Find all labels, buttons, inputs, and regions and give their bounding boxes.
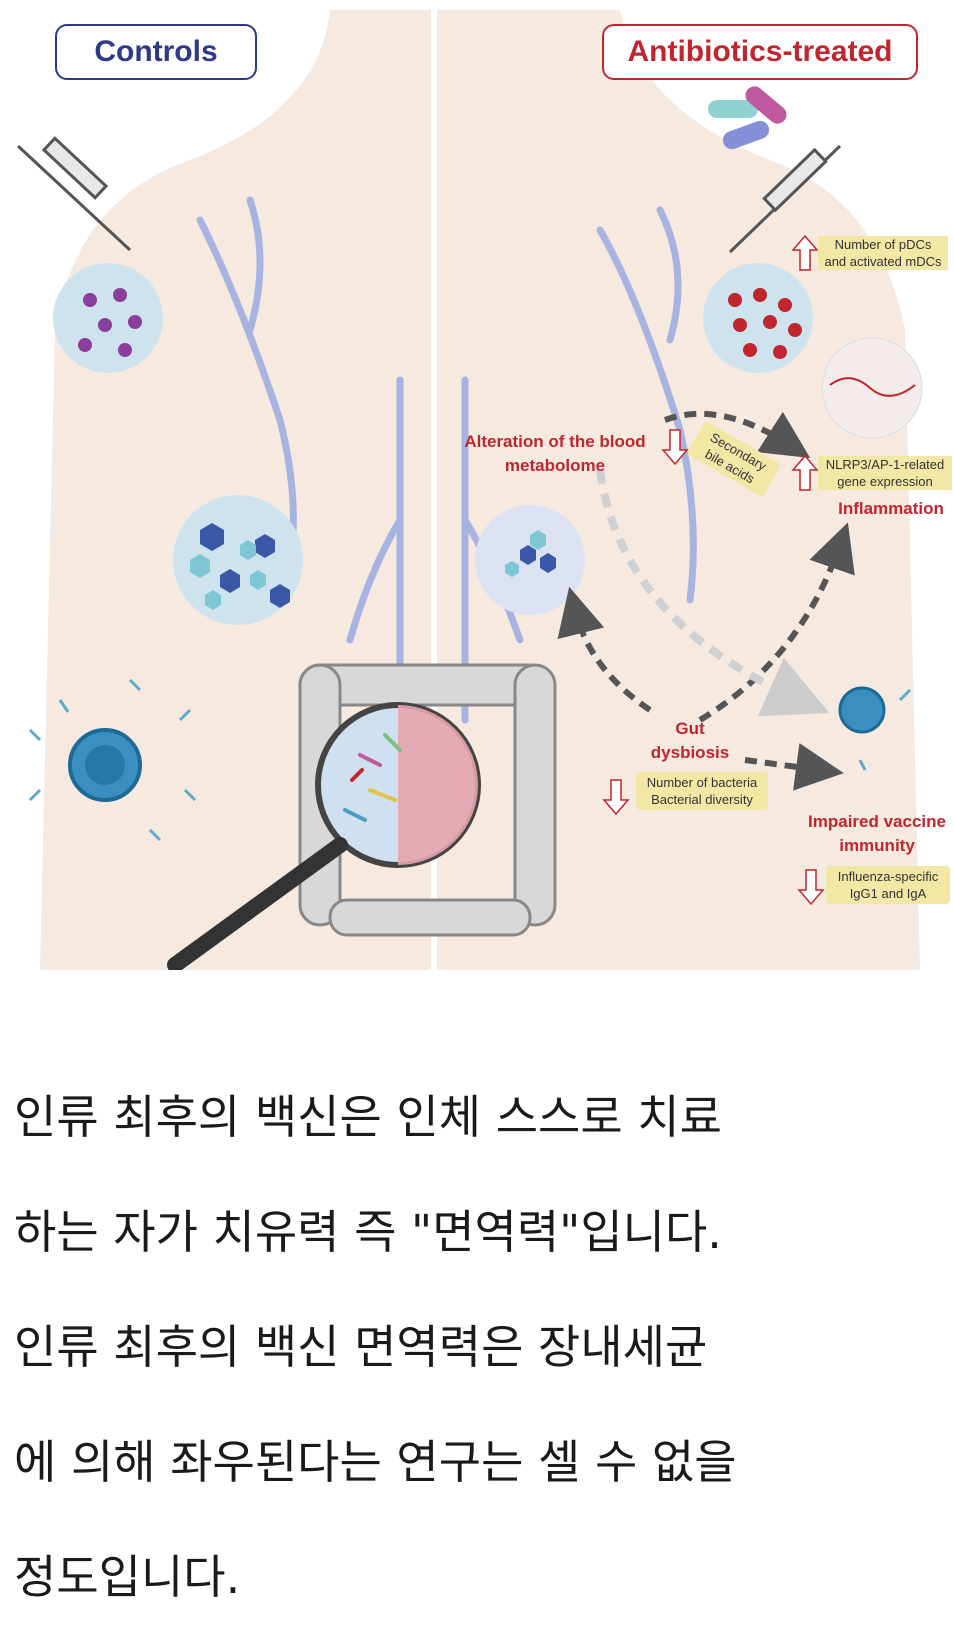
- arrow-gut-to-blood: [557, 586, 652, 713]
- torso-silhouette: [40, 10, 920, 970]
- igg-note: Influenza-specific IgG1 and IgA: [826, 866, 950, 904]
- bacteria-line1: Number of bacteria: [646, 775, 758, 790]
- up-arrow-nlrp: [791, 454, 819, 491]
- igg-line1: Influenza-specific: [837, 869, 939, 884]
- article-line: 에 의해 좌우된다는 연구는 셀 수 없을: [14, 1435, 737, 1489]
- gut-dysbiosis-label: Gut dysbiosis: [640, 717, 740, 765]
- metabolites-right: [505, 530, 556, 577]
- metabolites-left: [200, 523, 290, 608]
- vaccine-immunity-label: Impaired vaccine immunity: [802, 810, 952, 858]
- diagram-figure: Controls Antibiotics-treated Number of p…: [16, 8, 952, 970]
- center-divider: [431, 8, 437, 970]
- nlrp-line2: gene expression: [837, 474, 933, 489]
- nlrp-note: NLRP3/AP-1-related gene expression: [818, 456, 952, 490]
- nlrp-line1: NLRP3/AP-1-related: [825, 457, 945, 472]
- vaccine-line2: immunity: [839, 836, 915, 855]
- metabolites-left-teal: [190, 540, 266, 610]
- metabolome-label: Alteration of the blood metabolome: [455, 430, 655, 478]
- article-line: 하는 자가 치유력 즉 "면역력"입니다.: [14, 1205, 722, 1259]
- pdc-note-line1: Number of pDCs: [834, 237, 932, 252]
- igg-line2: IgG1 and IgA: [849, 886, 927, 901]
- article-line: 정도입니다.: [14, 1550, 241, 1604]
- lymph-node-left: [53, 263, 163, 373]
- down-arrow-metabolome: [661, 429, 689, 466]
- bacteria-line2: Bacterial diversity: [651, 792, 753, 807]
- down-arrow-bacteria: [602, 779, 630, 816]
- dendritic-cells-left: [78, 288, 142, 357]
- arrow-metabolome-to-vaccine: [596, 469, 830, 717]
- pdc-note: Number of pDCs and activated mDCs: [818, 236, 948, 270]
- article-body: 인류 최후의 백신은 인체 스스로 치료 하는 자가 치유력 즉 "면역력"입니…: [14, 1060, 944, 1635]
- inflammation-label: Inflammation: [838, 499, 944, 518]
- arrow-gut-to-inflammation: [698, 522, 855, 723]
- gut-line1: Gut: [675, 719, 705, 738]
- down-arrow-igg: [797, 869, 825, 906]
- vaccine-line1: Impaired vaccine: [808, 812, 946, 831]
- b-cell-right: [838, 686, 886, 734]
- magnifier-handle: [167, 837, 348, 970]
- antibiotics-badge: Antibiotics-treated: [602, 24, 918, 80]
- pdc-note-line2: and activated mDCs: [824, 254, 942, 269]
- metabolome-line1: Alteration of the blood: [464, 432, 646, 451]
- article-line: 인류 최후의 백신 면역력은 장내세균: [14, 1320, 708, 1374]
- dendritic-cells-right: [728, 288, 802, 359]
- diagram-illustration: [16, 8, 923, 970]
- gene-expression-bubble: [821, 337, 923, 439]
- syringe-icon-right: [728, 144, 842, 254]
- intestine: [298, 663, 557, 937]
- controls-badge: Controls: [55, 24, 257, 80]
- article-line: 인류 최후의 백신은 인체 스스로 치료: [14, 1090, 722, 1144]
- gut-line2: dysbiosis: [650, 743, 730, 762]
- bacteria-note: Number of bacteria Bacterial diversity: [636, 772, 768, 810]
- pill-icon: [708, 86, 787, 150]
- metabolome-line2: metabolome: [504, 456, 606, 475]
- lymph-node-right: [703, 263, 813, 373]
- up-arrow-pdc: [791, 234, 819, 271]
- arrow-gut-to-vaccine: [744, 743, 844, 791]
- syringe-icon-left: [16, 136, 132, 252]
- bacteria-in-lens: [343, 733, 402, 822]
